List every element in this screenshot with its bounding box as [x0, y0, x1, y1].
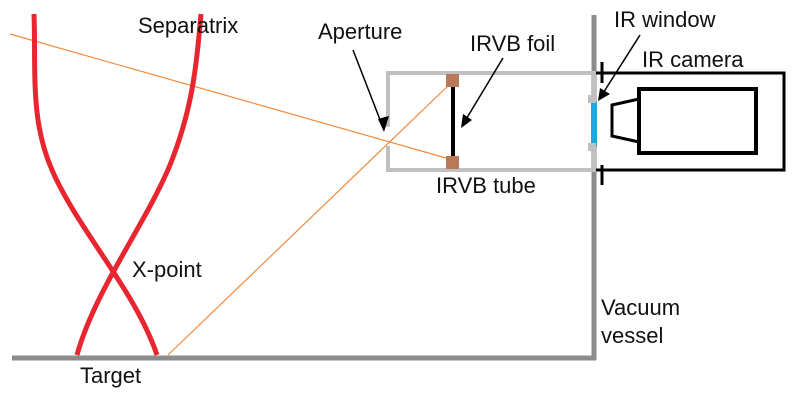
x-point-label: X-point — [132, 257, 202, 282]
ir-window — [591, 101, 597, 147]
window-pointer — [599, 34, 641, 99]
irvb-tube-label: IRVB tube — [436, 173, 536, 198]
vacuum-vessel-label-line2: vessel — [601, 323, 664, 348]
camera-lens — [610, 97, 641, 144]
separatrix-right — [74, 13, 204, 356]
foil-pointer — [461, 57, 504, 127]
sightline-lower — [167, 80, 454, 356]
separatrix-left — [31, 13, 160, 356]
separatrix-label: Separatrix — [138, 13, 239, 38]
target-label: Target — [80, 363, 142, 388]
camera-body — [637, 87, 758, 155]
irvb-tube — [386, 71, 596, 172]
ir-window-label: IR window — [614, 7, 716, 32]
vacuum-vessel-label-line1: Vacuum — [601, 295, 681, 320]
foil-clamp-bottom — [446, 156, 459, 169]
window-arrowhead — [598, 88, 610, 101]
aperture-arrowhead — [378, 116, 389, 132]
foil-clamp-top — [446, 74, 459, 87]
foil-arrowhead — [461, 114, 472, 128]
aperture-pointer — [352, 49, 385, 131]
camera-housing — [596, 71, 786, 172]
ir-camera-label: IR camera — [642, 47, 744, 72]
window-seal-bottom — [588, 143, 596, 151]
aperture-label: Aperture — [318, 19, 403, 44]
sightline-upper — [9, 33, 454, 161]
window-seal-top — [588, 95, 596, 103]
irvb-foil-label: IRVB foil — [470, 31, 556, 56]
